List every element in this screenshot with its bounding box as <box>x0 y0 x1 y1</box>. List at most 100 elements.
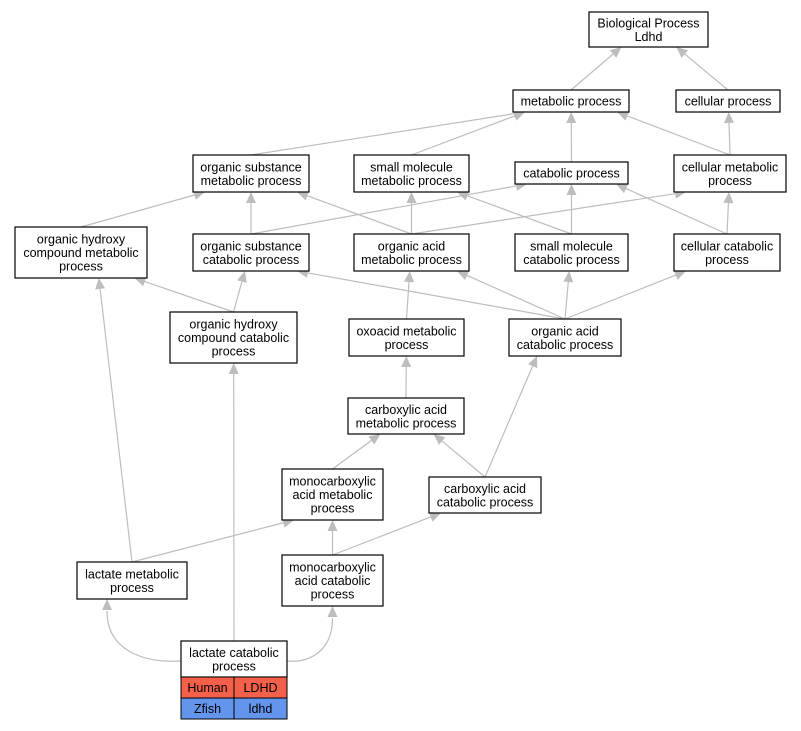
arrowhead <box>134 276 147 287</box>
node-box <box>192 154 310 193</box>
edge-line <box>728 122 731 156</box>
edge-line <box>625 187 728 235</box>
arrowhead <box>237 271 247 283</box>
arrowhead <box>512 111 525 121</box>
node-label-line: process <box>708 174 752 188</box>
node-box <box>348 318 465 357</box>
edge-line <box>131 522 284 563</box>
edge-line <box>411 115 515 156</box>
edge-org_hydroxy_cat-to-org_hydroxy_met <box>134 276 234 313</box>
arrowhead <box>609 47 622 58</box>
edge-carbox_cat-to-carbox_met <box>433 434 486 478</box>
edge-line <box>441 440 486 478</box>
edge-org_hydroxy_cat-to-org_sub_cat <box>232 271 247 313</box>
node-box <box>588 11 709 48</box>
edge-line <box>307 195 412 235</box>
edge-line <box>332 516 431 556</box>
edge-line <box>250 113 515 156</box>
node-box <box>512 89 630 113</box>
arrowhead <box>102 599 112 610</box>
node-box <box>14 226 148 279</box>
edge-org_acid_met-to-org_sub_met <box>297 191 412 235</box>
node-label-line: oxoacid metabolic <box>356 324 456 338</box>
node-label-line: metabolic process <box>201 174 302 188</box>
arrowhead <box>566 112 577 123</box>
node-label-line: process <box>311 502 355 516</box>
node-label-line: process <box>110 581 154 595</box>
arrowhead <box>95 278 106 290</box>
node-label-line: organic substance <box>200 239 302 253</box>
node-label-line: organic hydroxy <box>37 233 126 247</box>
node-box <box>673 154 787 193</box>
edge-line <box>570 53 614 91</box>
node-metabolic[interactable]: metabolic process <box>512 89 630 113</box>
edge-oxoacid_met-to-org_acid_met <box>404 271 414 320</box>
edge-carbox_cat-to-org_acid_cat <box>484 356 538 478</box>
edge-line <box>467 195 572 235</box>
edge-org_acid_cat-to-org_acid_met <box>457 270 566 320</box>
arrowhead <box>406 192 417 203</box>
arrowhead <box>401 356 412 367</box>
edge-line <box>99 288 133 563</box>
gene-symbol-label: LDHD <box>243 681 277 695</box>
arrowhead <box>617 111 630 121</box>
edge-org_sub_met-to-metabolic <box>250 108 525 156</box>
node-label-line: carboxylic acid <box>365 403 447 417</box>
node-label-line: small molecule <box>370 160 453 174</box>
node-label-line: acid catabolic <box>295 574 371 588</box>
node-box <box>353 233 470 272</box>
edge-monocarb_met-to-carbox_met <box>332 434 381 470</box>
edge-line <box>627 115 731 156</box>
node-label-line: process <box>212 659 256 673</box>
edge-line <box>232 281 243 313</box>
node-box <box>169 311 298 364</box>
node-cellular[interactable]: cellular process <box>675 89 781 113</box>
arrowhead <box>193 190 205 200</box>
node-label-line: cellular catabolic <box>681 239 773 253</box>
node-label-line: Biological Process <box>597 16 699 30</box>
node-box <box>673 233 781 272</box>
node-box <box>514 161 629 185</box>
node-label-line: carboxylic acid <box>444 482 526 496</box>
edge-cell_cat-to-cell_met <box>723 192 734 235</box>
edge-org_acid_cat-to-org_sub_cat <box>297 268 566 320</box>
edge-line <box>564 274 676 320</box>
edge-line <box>684 53 729 91</box>
edge-org_acid_met-to-cell_met <box>411 188 686 235</box>
node-label-line: catabolic process <box>203 253 300 267</box>
edge-org_acid_cat-to-cell_cat <box>564 270 686 320</box>
node-label-line: catabolic process <box>523 253 620 267</box>
edge-carbox_met-to-oxoacid_met <box>401 356 412 399</box>
node-label-line: monocarboxylic <box>289 561 376 575</box>
node-box <box>347 397 465 435</box>
node-label-line: acid metabolic <box>293 488 373 502</box>
node-label-line: metabolic process <box>521 95 622 109</box>
edge-line <box>466 274 566 320</box>
edge-org_acid_met-to-small_mol_met <box>406 192 417 234</box>
edge-small_mol_cat-to-catabolic <box>566 184 577 234</box>
arrowhead <box>327 606 338 617</box>
edge-line <box>726 202 730 235</box>
edge-lactate_met-to-org_hydroxy_met <box>95 278 133 563</box>
node-catabolic[interactable]: catabolic process <box>514 161 629 185</box>
